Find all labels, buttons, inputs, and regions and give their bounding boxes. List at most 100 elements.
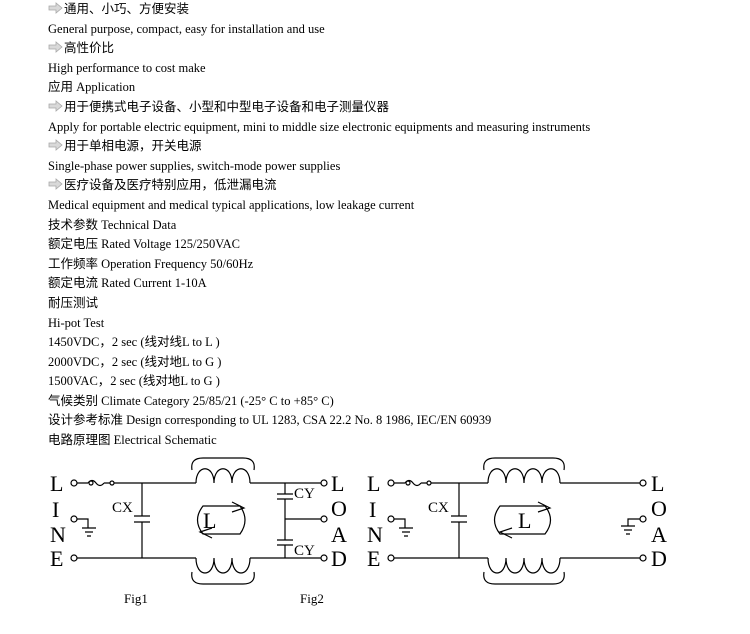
fig1-coil-bottom [195, 557, 251, 574]
fig2-ground [394, 518, 413, 537]
arrow-bullet-icon [48, 100, 63, 112]
fig1-load-letter-l: L [331, 471, 344, 496]
line-text: 用于单相电源，开关电源 [64, 139, 202, 154]
bullet-line: 用于便携式电子设备、小型和中型电子设备和电子测量仪器 [48, 98, 738, 118]
text-line: 应用 Application [48, 78, 738, 98]
text-line: 耐压测试 [48, 294, 738, 314]
text-line: 气候类别 Climate Category 25/85/21 (-25° C t… [48, 392, 738, 412]
text-line: 电路原理图 Electrical Schematic [48, 431, 738, 451]
line-text: 气候类别 Climate Category 25/85/21 (-25° C t… [48, 393, 334, 408]
line-text: High performance to cost make [48, 60, 206, 75]
fig2-coil-bottom [487, 557, 561, 574]
arrow-bullet-icon [48, 2, 63, 14]
fig2-line-letter-e: E [367, 546, 380, 571]
line-text: 1450VDC，2 sec (线对线L to L ) [48, 335, 220, 350]
arrow-bullet-icon [48, 178, 63, 191]
line-text: 通用、小巧、方便安装 [64, 2, 190, 16]
line-text: 用于便携式电子设备、小型和中型电子设备和电子测量仪器 [64, 99, 390, 114]
electrical-schematic: L I N E CX L CY [50, 457, 667, 606]
arrow-bullet-icon [48, 139, 63, 152]
line-text: 额定电流 Rated Current 1-10A [48, 276, 207, 291]
text-line: 2000VDC，2 sec (线对地L to G ) [48, 353, 738, 373]
fig2-load-letter-o: O [651, 496, 667, 521]
fig2-load-letter-d: D [651, 546, 667, 571]
fig2-out-terminal-g [639, 515, 647, 523]
line-text: 高性价比 [64, 41, 115, 56]
fig2-line-letter-l: L [367, 471, 380, 496]
fig2-out-terminal-n [639, 554, 647, 562]
fig1-out-terminal-n [320, 554, 328, 562]
fig1-load-letter-o: O [331, 496, 347, 521]
fig1-cy-label-top: CY [294, 486, 315, 502]
fig2-terminal-l [387, 479, 395, 487]
fig1-cx-label: CX [112, 500, 133, 516]
fig2-schematic: L I N E CX L L O A D [367, 457, 667, 585]
text-line: 1500VAC，2 sec (线对地L to G ) [48, 372, 738, 392]
line-text: 耐压测试 [48, 295, 99, 310]
fig1-line-letter-n: N [50, 522, 66, 547]
fig2-out-ground [621, 518, 640, 535]
fig2-terminal-e [387, 554, 395, 562]
line-text: Medical equipment and medical typical ap… [48, 197, 415, 212]
fig2-coil-label: L [518, 508, 531, 533]
fig1-out-terminal-g [320, 515, 328, 523]
text-line: High performance to cost make [48, 59, 738, 79]
bullet-line: 高性价比 [48, 39, 738, 59]
fig1-core-loop [196, 505, 246, 535]
fig1-terminal-e [70, 554, 78, 562]
fig1-coil-label: L [203, 508, 216, 533]
bullet-line: 通用、小巧、方便安装 [48, 0, 738, 20]
line-text: Hi-pot Test [48, 315, 105, 330]
fig2-load-letter-a: A [651, 522, 667, 547]
text-line: 设计参考标准 Design corresponding to UL 1283, … [48, 411, 738, 431]
fig1-line-letter-i: I [52, 497, 59, 522]
fig1-terminal-n [70, 515, 78, 523]
line-text: 额定电压 Rated Voltage 125/250VAC [48, 237, 241, 252]
fig2-load-letter-l: L [651, 471, 664, 496]
text-line: General purpose, compact, easy for insta… [48, 20, 738, 40]
bullet-line: 医疗设备及医疗特别应用，低泄漏电流 [48, 176, 738, 196]
fig2-line-letter-i: I [369, 497, 376, 522]
line-text: 工作频率 Operation Frequency 50/60Hz [48, 256, 254, 271]
fig1-terminal-l [70, 479, 78, 487]
fig1-load-letter-a: A [331, 522, 347, 547]
text-line: Single-phase power supplies, switch-mode… [48, 157, 738, 177]
line-text: 2000VDC，2 sec (线对地L to G ) [48, 354, 222, 369]
fig2-out-terminal-l [639, 479, 647, 487]
text-line: Apply for portable electric equipment, m… [48, 118, 738, 138]
text-line: 额定电压 Rated Voltage 125/250VAC [48, 235, 738, 255]
fig2-cx-capacitor [451, 483, 467, 558]
fig2-terminal-n [387, 515, 395, 523]
line-text: 医疗设备及医疗特别应用，低泄漏电流 [64, 178, 277, 193]
fig2-line-letter-n: N [367, 522, 383, 547]
fig2-core-loop [493, 505, 552, 535]
line-text: Apply for portable electric equipment, m… [48, 119, 591, 134]
fig1-cy-label-bottom: CY [294, 543, 315, 559]
text-line: Hi-pot Test [48, 314, 738, 334]
fig1-schematic: L I N E CX L CY [50, 457, 347, 585]
text-line: 工作频率 Operation Frequency 50/60Hz [48, 255, 738, 275]
line-text: Single-phase power supplies, switch-mode… [48, 158, 341, 173]
fig1-coil-top [195, 468, 251, 484]
line-text: 技术参数 Technical Data [48, 217, 177, 232]
fig1-cx-capacitor [134, 483, 150, 558]
line-text: General purpose, compact, easy for insta… [48, 21, 325, 36]
line-text: 电路原理图 Electrical Schematic [48, 433, 217, 448]
fig1-cy-capacitors [277, 483, 321, 558]
bullet-line: 用于单相电源，开关电源 [48, 137, 738, 157]
text-line: 1450VDC，2 sec (线对线L to L ) [48, 333, 738, 353]
fig1-load-letter-d: D [331, 546, 347, 571]
fig2-fuse [394, 479, 429, 487]
fig2-caption: Fig2 [300, 591, 324, 606]
fig1-line-letter-e: E [50, 546, 63, 571]
line-text: 设计参考标准 Design corresponding to UL 1283, … [48, 413, 492, 428]
line-text: 1500VAC，2 sec (线对地L to G ) [48, 374, 220, 389]
fig2-cx-label: CX [428, 500, 449, 516]
fig1-ground [77, 518, 96, 537]
text-line: 额定电流 Rated Current 1-10A [48, 274, 738, 294]
arrow-bullet-icon [48, 41, 63, 54]
text-line: 技术参数 Technical Data [48, 216, 738, 236]
line-text: 应用 Application [48, 80, 136, 95]
spec-text: 通用、小巧、方便安装 General purpose, compact, easy… [48, 0, 738, 451]
fig1-caption: Fig1 [124, 591, 148, 606]
